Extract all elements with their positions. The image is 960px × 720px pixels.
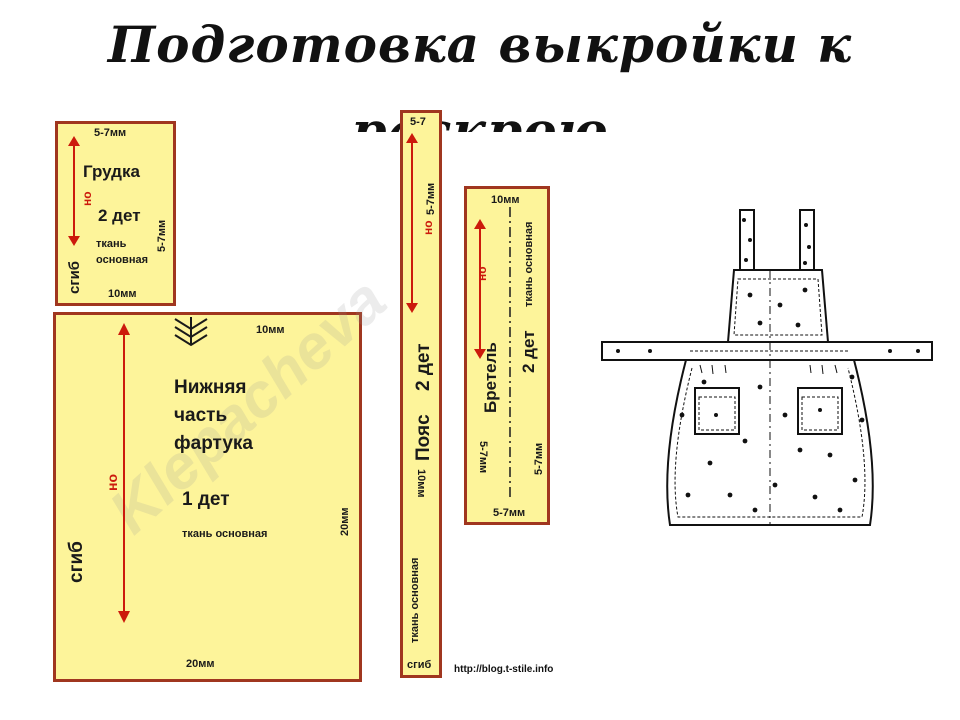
skirt-allowance-top: 10мм bbox=[256, 324, 285, 336]
skirt-pattern-piece: Klepacheva 10мм Нижняя часть фартука но … bbox=[53, 265, 399, 682]
skirt-name-1: Нижняя bbox=[174, 377, 247, 398]
skirt-allowance-side: 20мм bbox=[339, 507, 351, 536]
strap-count: 2 дет bbox=[519, 330, 538, 373]
skirt-name-2: часть bbox=[174, 405, 228, 426]
strap-allowance-top: 10мм bbox=[491, 194, 520, 206]
strap-allowance-bottom: 5-7мм bbox=[493, 507, 526, 519]
apron-illustration bbox=[601, 209, 933, 526]
source-url: http://blog.t-stile.info bbox=[454, 664, 554, 675]
belt-pattern-piece: 5-7 но 5-7мм Пояс 2 дет 10мм ткань основ… bbox=[400, 110, 442, 678]
bib-count: 2 дет bbox=[98, 206, 141, 225]
watermark-text: Klepacheva bbox=[96, 265, 399, 548]
belt-grain-label: но bbox=[421, 220, 435, 235]
bib-allowance-bottom: 10мм bbox=[108, 288, 137, 300]
strap-fabric: ткань основная bbox=[523, 221, 535, 307]
bib-name: Грудка bbox=[83, 162, 140, 181]
bib-fabric-2: основная bbox=[96, 254, 148, 266]
page-title: Подготовка выкройки к раскрою bbox=[107, 15, 853, 132]
bib-grain-label: но bbox=[80, 191, 94, 206]
bib-fold-label: сгиб bbox=[66, 260, 83, 294]
strap-grain-label: но bbox=[475, 266, 489, 281]
belt-count: 2 дет bbox=[413, 343, 434, 391]
cut-notch-icon bbox=[174, 317, 208, 347]
belt-fabric: ткань основная bbox=[409, 557, 421, 643]
skirt-allowance-bottom: 20мм bbox=[186, 658, 215, 670]
skirt-grain-label: но bbox=[104, 473, 120, 491]
strap-grain-arrow bbox=[474, 219, 486, 359]
skirt-fold-label: сгиб bbox=[66, 541, 87, 583]
belt-allowance-top: 5-7 bbox=[410, 116, 426, 128]
bib-fabric-1: ткань bbox=[96, 238, 127, 250]
bib-grain-arrow bbox=[68, 136, 80, 246]
skirt-count: 1 дет bbox=[182, 489, 230, 510]
belt-allowance-side: 5-7мм bbox=[425, 182, 437, 215]
strap-allowance-right: 5-7мм bbox=[533, 442, 545, 475]
belt-allowance-mid: 10мм bbox=[415, 469, 427, 498]
skirt-grain-arrow bbox=[118, 323, 130, 623]
strap-name: Бретель bbox=[481, 342, 500, 413]
belt-fold-label: сгиб bbox=[407, 659, 432, 671]
bib-allowance-side: 5-7мм bbox=[156, 219, 168, 252]
strap-allowance-left: 5-7мм bbox=[477, 441, 489, 474]
skirt-fabric: ткань основная bbox=[182, 528, 268, 540]
bib-allowance-top: 5-7мм bbox=[94, 127, 127, 139]
strap-pattern-piece: 10мм ткань основная но Бретель 2 дет 5-7… bbox=[464, 186, 550, 525]
skirt-name-3: фартука bbox=[174, 433, 253, 454]
bib-pattern-piece: 5-7мм Грудка но 2 дет 5-7мм ткань основн… bbox=[55, 121, 176, 306]
strap-centre-line bbox=[509, 207, 511, 497]
belt-name: Пояс bbox=[413, 414, 434, 461]
belt-grain-arrow bbox=[406, 133, 418, 313]
